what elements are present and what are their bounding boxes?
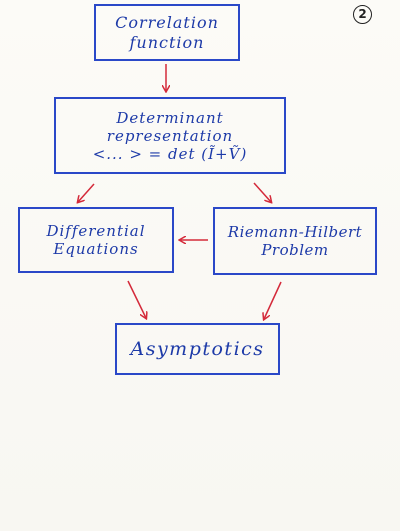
arrow-differential-to-asymptotics [127, 280, 146, 318]
node-formula: <... > = det (Ĩ+Ṽ) [92, 144, 248, 163]
node-label-line: function [129, 32, 205, 52]
arrow-determinant-to-differential [78, 183, 95, 202]
arrow-determinant-to-riemann [253, 182, 271, 202]
arrow-riemann-to-asymptotics [264, 281, 282, 319]
node-label-line: Differential [46, 222, 146, 240]
page-number-badge: 2 [353, 5, 372, 24]
node-label-line: Problem [261, 241, 329, 259]
node-differential-equations: Differential Equations [18, 207, 174, 273]
node-asymptotics: Asymptotics [115, 323, 280, 375]
node-label-line: representation [106, 126, 234, 145]
node-label-line: Determinant [116, 108, 224, 127]
node-label-line: Asymptotics [130, 337, 265, 360]
node-label-line: Riemann-Hilbert [227, 223, 363, 241]
node-riemann-hilbert-problem: Riemann-Hilbert Problem [213, 207, 377, 275]
node-label-line: Equations [53, 240, 139, 258]
node-determinant-representation: Determinant representation <... > = det … [54, 97, 286, 174]
node-label-line: Correlation [115, 13, 219, 33]
node-correlation-function: Correlation function [94, 4, 240, 61]
